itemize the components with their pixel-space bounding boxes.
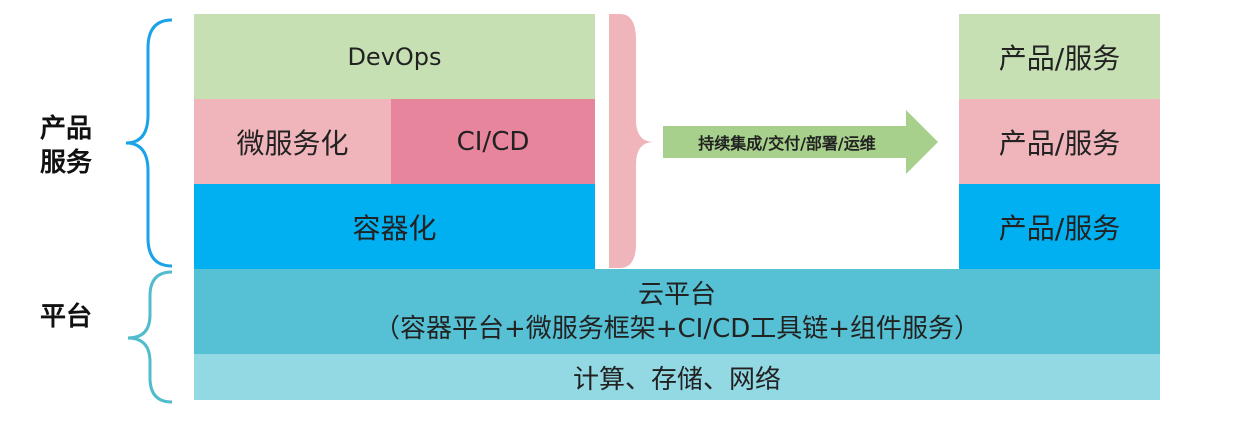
devops-text: DevOps (347, 42, 442, 71)
pink-bracket (609, 14, 654, 268)
infrastructure-box: 计算、存储、网络 (194, 354, 1160, 400)
microservice-box: 微服务化 (194, 99, 391, 184)
process-arrow-label: 持续集成/交付/部署/运维 (668, 126, 906, 158)
product-service-box-3: 产品/服务 (959, 184, 1160, 269)
devops-box: DevOps (194, 14, 595, 99)
container-text: 容器化 (352, 211, 437, 245)
process-arrow-shape (663, 110, 938, 174)
microservice-text: 微服务化 (236, 126, 349, 160)
cicd-box: CI/CD (391, 99, 595, 184)
service-label-line: 服务 (39, 148, 92, 178)
platform-label: 平台 (39, 302, 92, 332)
cloud-platform-detail: （容器平台+微服务框架+CI/CD工具链+组件服务） (373, 313, 981, 344)
infrastructure-text: 计算、存储、网络 (572, 364, 781, 395)
product-service-box-2: 产品/服务 (959, 99, 1160, 184)
cloud-platform-title: 云平台 (637, 279, 716, 310)
container-box: 容器化 (194, 184, 595, 269)
product-service-text-3: 产品/服务 (998, 211, 1121, 245)
platform-brace (127, 270, 173, 404)
product-service-box-1: 产品/服务 (959, 14, 1160, 99)
process-arrow-text: 持续集成/交付/部署/运维 (698, 134, 876, 153)
product-brace (125, 18, 173, 268)
product-service-text-2: 产品/服务 (998, 126, 1121, 160)
product-label-line: 产品 (39, 114, 92, 144)
product-service-label: 产品 服务 (34, 112, 98, 180)
cloud-platform-box: 云平台 （容器平台+微服务框架+CI/CD工具链+组件服务） (194, 269, 1160, 354)
product-service-text-1: 产品/服务 (998, 41, 1121, 75)
cicd-text: CI/CD (456, 126, 530, 157)
